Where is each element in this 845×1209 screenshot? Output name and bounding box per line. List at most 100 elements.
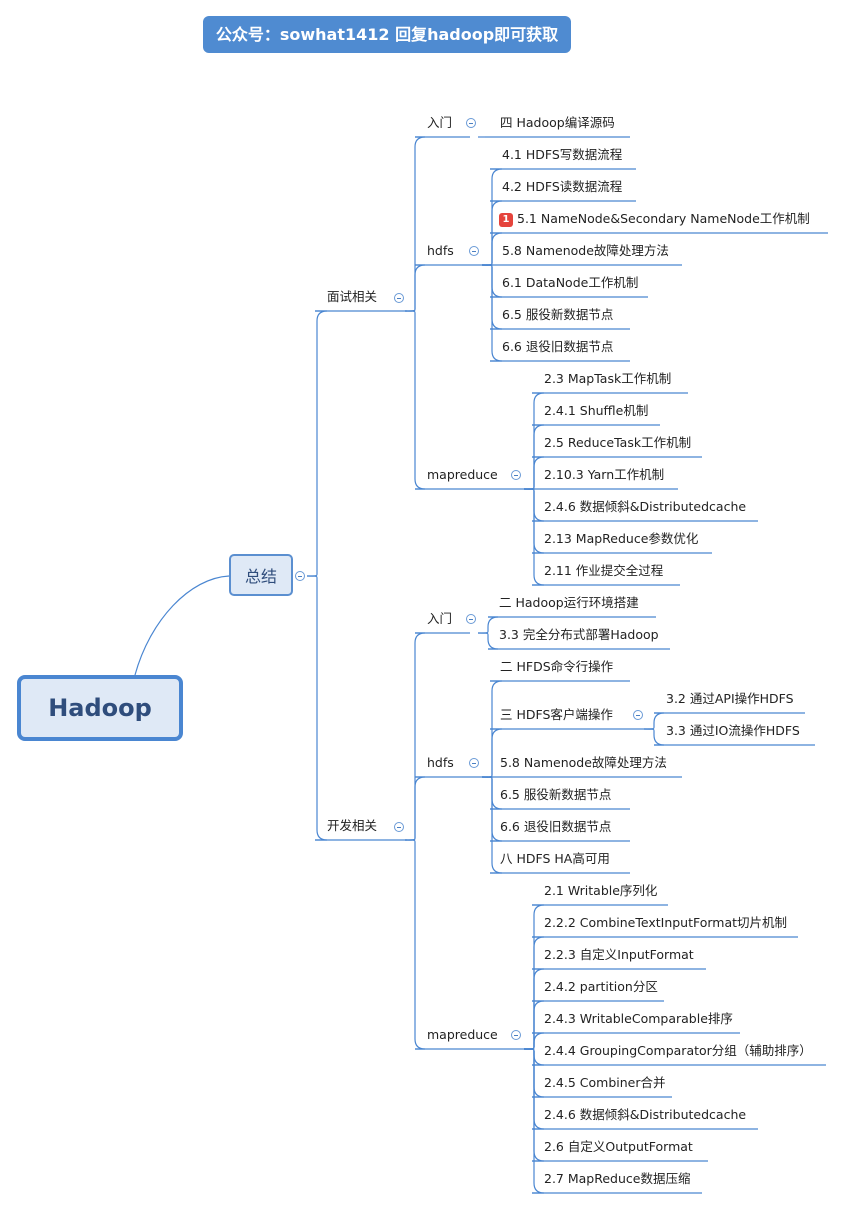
interview-mapreduce-item-3[interactable]: 2.10.3 Yarn工作机制 — [544, 467, 664, 483]
dev-hdfs-item-3[interactable]: 6.5 服役新数据节点 — [500, 787, 611, 803]
connector-line — [481, 728, 503, 778]
dev-hdfs-item-1[interactable]: 三 HDFS客户端操作 — [500, 707, 613, 723]
interview-hdfs-item-0[interactable]: 4.1 HDFS写数据流程 — [502, 147, 622, 163]
connector-line — [404, 776, 426, 841]
dev-mapreduce-item-2[interactable]: 2.2.3 自定义InputFormat — [544, 947, 694, 963]
connector-line — [643, 712, 665, 730]
dev-mapreduce-item-5-text: 2.4.4 GroupingComparator分组（辅助排序） — [544, 1043, 812, 1058]
dev-mapreduce-item-1-text: 2.2.2 CombineTextInputFormat切片机制 — [544, 915, 788, 930]
interview-collapse-toggle[interactable] — [394, 293, 404, 303]
interview-hdfs-item-4[interactable]: 6.1 DataNode工作机制 — [502, 275, 638, 291]
interview-hdfs-item-1[interactable]: 4.2 HDFS读数据流程 — [502, 179, 622, 195]
subcategory-interview-mapreduce-text: mapreduce — [427, 467, 498, 482]
dev-hdfs-item-1-text: 三 HDFS客户端操作 — [500, 707, 613, 722]
dev-mapreduce-item-9[interactable]: 2.7 MapReduce数据压缩 — [544, 1171, 690, 1187]
interview-mapreduce-item-6-text: 2.11 作业提交全过程 — [544, 563, 664, 578]
dev-mapreduce-item-8[interactable]: 2.6 自定义OutputFormat — [544, 1139, 693, 1155]
interview-mapreduce-item-5[interactable]: 2.13 MapReduce参数优化 — [544, 531, 698, 547]
connector-line — [404, 839, 426, 1050]
connector-line — [306, 310, 328, 577]
dev-hdfs-item-0[interactable]: 二 HFDS命令行操作 — [500, 659, 613, 675]
dev-intro-item-0-text: 二 Hadoop运行环境搭建 — [499, 595, 639, 610]
dev-mapreduce-item-8-text: 2.6 自定义OutputFormat — [544, 1139, 693, 1154]
root-node-hadoop[interactable]: Hadoop — [17, 675, 183, 741]
interview-mapreduce-item-3-text: 2.10.3 Yarn工作机制 — [544, 467, 665, 482]
dev-intro-item-1-text: 3.3 完全分布式部署Hadoop — [499, 627, 659, 642]
subcategory-interview-intro[interactable]: 入门 — [427, 115, 452, 131]
interview-mapreduce-item-2-text: 2.5 ReduceTask工作机制 — [544, 435, 692, 450]
dev-mapreduce-item-3-text: 2.4.2 partition分区 — [544, 979, 658, 994]
dev-mapreduce-item-4-text: 2.4.3 WritableComparable排序 — [544, 1011, 733, 1026]
connector-line — [523, 488, 545, 586]
interview-mapreduce-item-6[interactable]: 2.11 作业提交全过程 — [544, 563, 663, 579]
dev-hdfs-item-5-text: 八 HDFS HA高可用 — [500, 851, 610, 866]
summary-collapse-toggle[interactable] — [295, 571, 305, 581]
dev-mapreduce-item-7-text: 2.4.6 数据倾斜&Distributedcache — [544, 1107, 747, 1122]
category-interview[interactable]: 面试相关 — [327, 289, 377, 305]
category-dev-text: 开发相关 — [327, 818, 378, 833]
interview-hdfs-item-2[interactable]: 1 5.1 NameNode&Secondary NameNode工作机制 — [499, 211, 810, 227]
connector-line — [404, 264, 426, 312]
subcategory-interview-hdfs[interactable]: hdfs — [427, 243, 454, 259]
dev-intro-item-1[interactable]: 3.3 完全分布式部署Hadoop — [499, 627, 659, 643]
connector-line — [643, 728, 665, 746]
interview-mapreduce-item-1-text: 2.4.1 Shuffle机制 — [544, 403, 649, 418]
dev-mapreduce-item-9-text: 2.7 MapReduce数据压缩 — [544, 1171, 691, 1186]
interview-mapreduce-item-4-text: 2.4.6 数据倾斜&Distributedcache — [544, 499, 747, 514]
summary-node[interactable]: 总结 — [229, 554, 293, 596]
interview-hdfs-item-5[interactable]: 6.5 服役新数据节点 — [502, 307, 613, 323]
dev-mapreduce-item-1[interactable]: 2.2.2 CombineTextInputFormat切片机制 — [544, 915, 787, 931]
connector-line — [404, 310, 426, 490]
subcategory-dev-mapreduce-text: mapreduce — [427, 1027, 498, 1042]
interview-mapreduce-item-0[interactable]: 2.3 MapTask工作机制 — [544, 371, 671, 387]
interview-intro-item-0[interactable]: 四 Hadoop编译源码 — [500, 115, 615, 131]
connector-line — [481, 776, 503, 874]
interview-hdfs-item-6[interactable]: 6.6 退役旧数据节点 — [502, 339, 613, 355]
dev-hdfs-toggle[interactable] — [469, 758, 479, 768]
subcategory-dev-intro-text: 入门 — [427, 611, 453, 626]
dev-mapreduce-item-0[interactable]: 2.1 Writable序列化 — [544, 883, 657, 899]
subcategory-dev-hdfs[interactable]: hdfs — [427, 755, 454, 771]
dev-mapreduce-item-6[interactable]: 2.4.5 Combiner合并 — [544, 1075, 666, 1091]
interview-hdfs-item-6-text: 6.6 退役旧数据节点 — [502, 339, 614, 354]
interview-hdfs-toggle[interactable] — [469, 246, 479, 256]
interview-hdfs-item-2-text: 5.1 NameNode&Secondary NameNode工作机制 — [517, 211, 810, 226]
dev-mapreduce-item-5[interactable]: 2.4.4 GroupingComparator分组（辅助排序） — [544, 1043, 812, 1059]
dev-mapreduce-item-4[interactable]: 2.4.3 WritableComparable排序 — [544, 1011, 733, 1027]
interview-intro-item-0-text: 四 Hadoop编译源码 — [500, 115, 615, 130]
category-interview-text: 面试相关 — [327, 289, 378, 304]
dev-hdfs-client-toggle[interactable] — [633, 710, 643, 720]
dev-hdfs-client-child-1-text: 3.3 通过IO流操作HDFS — [666, 723, 800, 738]
interview-mapreduce-item-5-text: 2.13 MapReduce参数优化 — [544, 531, 699, 546]
priority-badge: 1 — [499, 213, 513, 227]
subcategory-interview-intro-text: 入门 — [427, 115, 453, 130]
dev-mapreduce-item-7[interactable]: 2.4.6 数据倾斜&Distributedcache — [544, 1107, 746, 1123]
dev-mapreduce-item-0-text: 2.1 Writable序列化 — [544, 883, 658, 898]
dev-hdfs-item-2[interactable]: 5.8 Namenode故障处理方法 — [500, 755, 667, 771]
dev-hdfs-item-5[interactable]: 八 HDFS HA高可用 — [500, 851, 610, 867]
interview-mapreduce-item-1[interactable]: 2.4.1 Shuffle机制 — [544, 403, 648, 419]
dev-hdfs-item-4[interactable]: 6.6 退役旧数据节点 — [500, 819, 611, 835]
dev-hdfs-client-child-1[interactable]: 3.3 通过IO流操作HDFS — [666, 723, 800, 739]
dev-hdfs-item-0-text: 二 HFDS命令行操作 — [500, 659, 614, 674]
interview-hdfs-item-4-text: 6.1 DataNode工作机制 — [502, 275, 639, 290]
dev-mapreduce-toggle[interactable] — [511, 1030, 521, 1040]
subcategory-interview-mapreduce[interactable]: mapreduce — [427, 467, 498, 483]
dev-intro-toggle[interactable] — [466, 614, 476, 624]
interview-mapreduce-item-2[interactable]: 2.5 ReduceTask工作机制 — [544, 435, 691, 451]
connector-line — [481, 264, 503, 362]
subcategory-dev-mapreduce[interactable]: mapreduce — [427, 1027, 498, 1043]
interview-mapreduce-toggle[interactable] — [511, 470, 521, 480]
dev-hdfs-client-child-0-text: 3.2 通过API操作HDFS — [666, 691, 794, 706]
interview-intro-toggle[interactable] — [466, 118, 476, 128]
interview-mapreduce-item-4[interactable]: 2.4.6 数据倾斜&Distributedcache — [544, 499, 746, 515]
subcategory-dev-intro[interactable]: 入门 — [427, 611, 452, 627]
dev-hdfs-client-child-0[interactable]: 3.2 通过API操作HDFS — [666, 691, 794, 707]
interview-hdfs-item-0-text: 4.1 HDFS写数据流程 — [502, 147, 623, 162]
dev-intro-item-0[interactable]: 二 Hadoop运行环境搭建 — [499, 595, 639, 611]
dev-collapse-toggle[interactable] — [394, 822, 404, 832]
dev-mapreduce-item-3[interactable]: 2.4.2 partition分区 — [544, 979, 658, 995]
category-dev[interactable]: 开发相关 — [327, 818, 377, 834]
interview-hdfs-item-3[interactable]: 5.8 Namenode故障处理方法 — [502, 243, 669, 259]
